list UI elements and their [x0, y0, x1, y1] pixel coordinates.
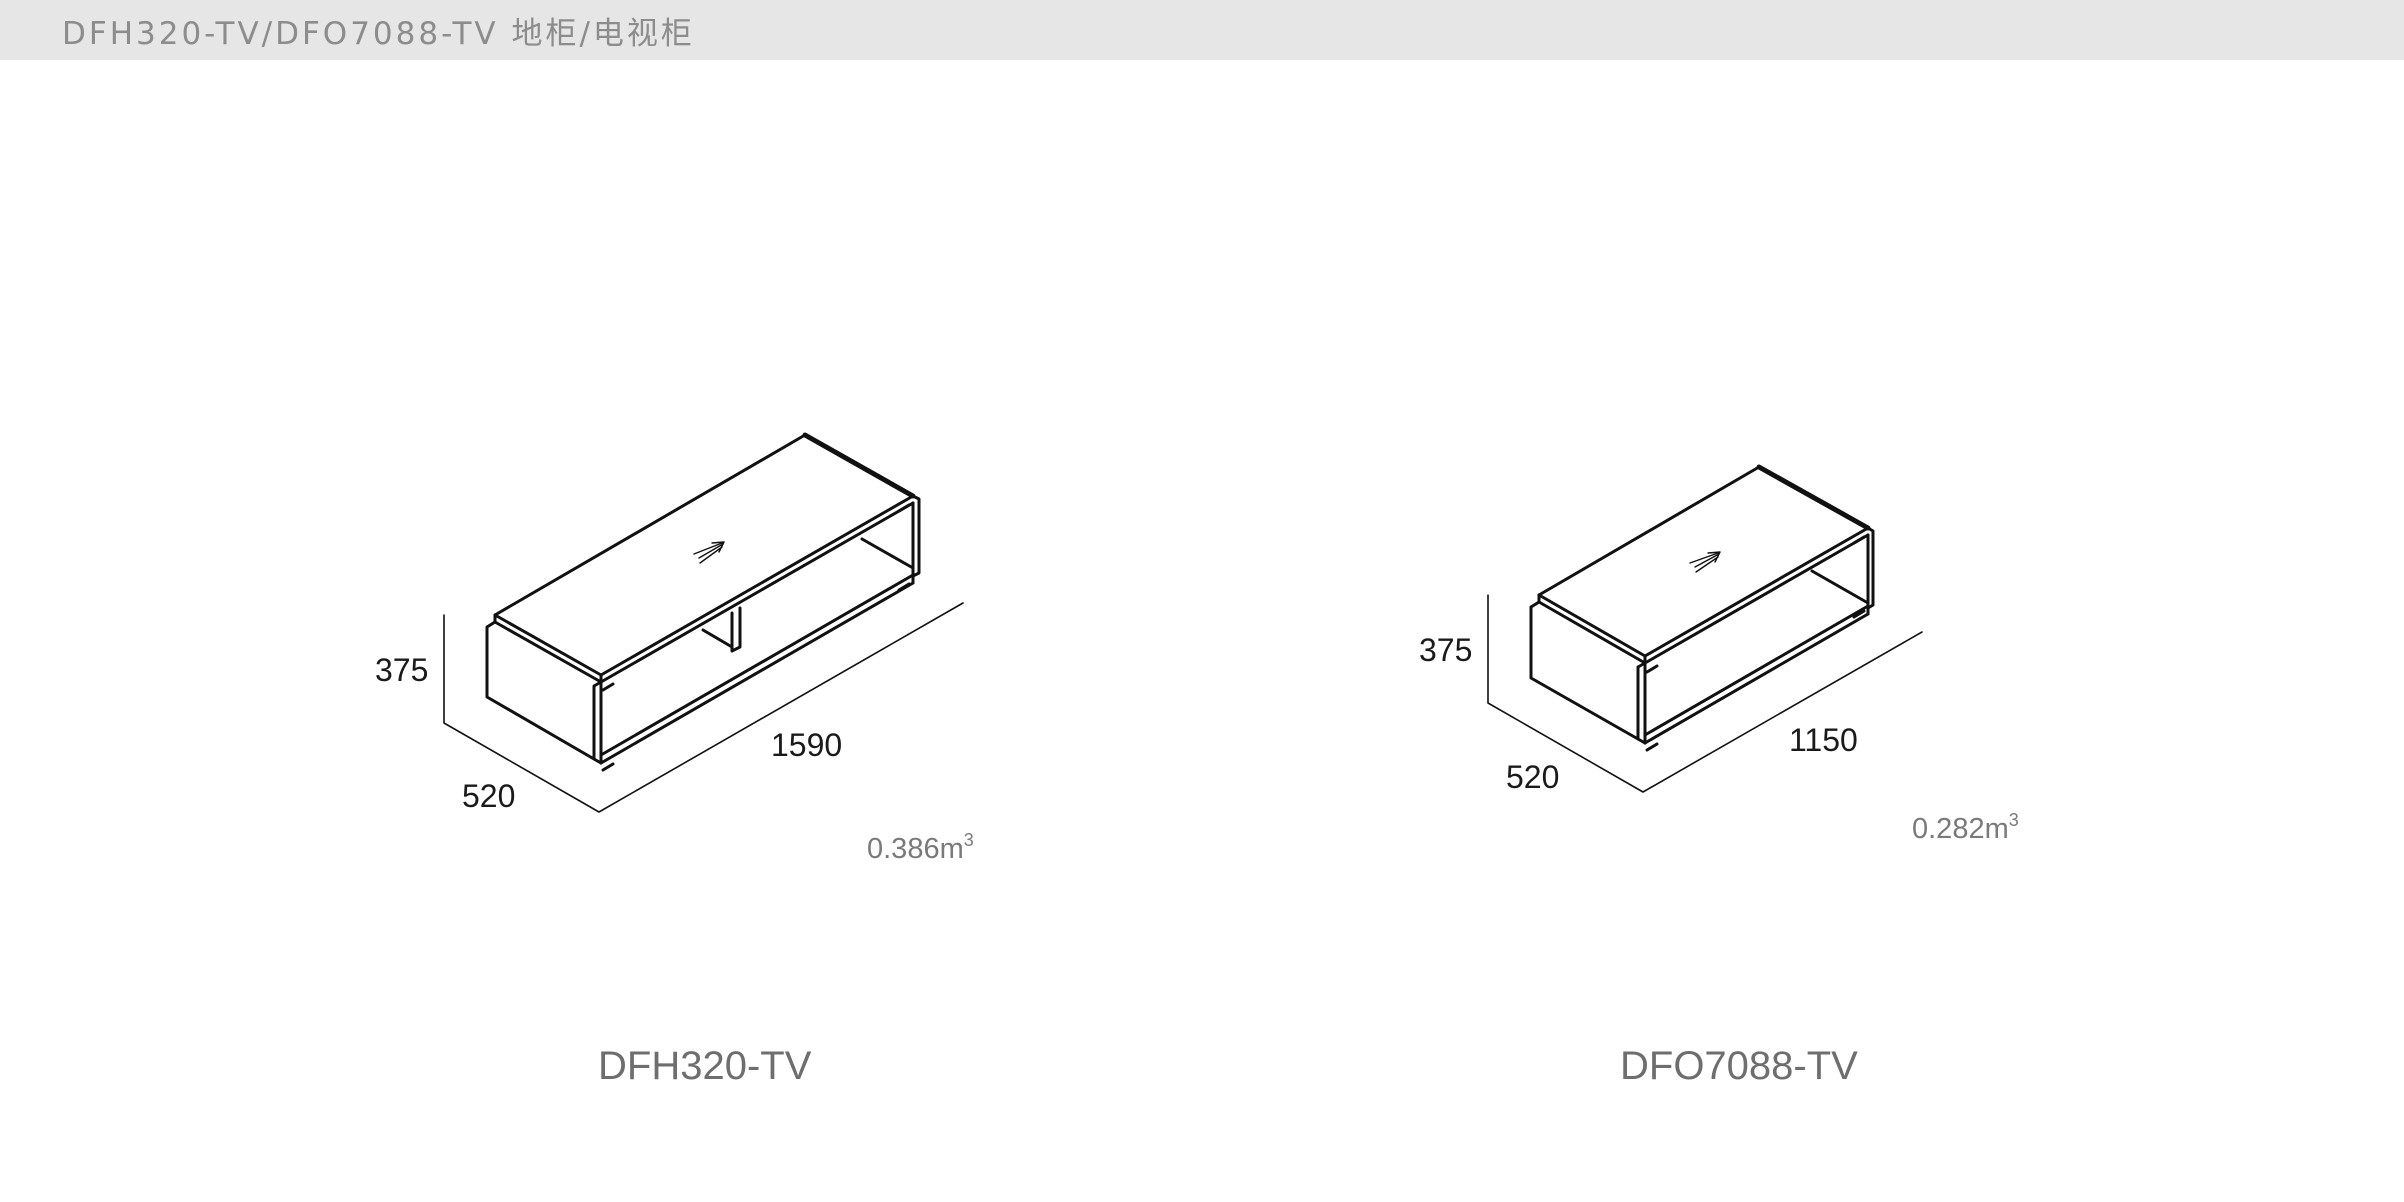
depth-dimension-label: 520	[462, 778, 516, 814]
bottom-shelf	[599, 537, 915, 765]
volume-label: 0.386m3	[867, 831, 974, 865]
header-bar: DFH320-TV/DFO7088-TV 地柜/电视柜	[0, 0, 2404, 60]
top-board	[1537, 464, 1871, 665]
width-dimension-label: 1150	[1789, 722, 1858, 758]
brand-arrow-icon	[1689, 551, 1721, 573]
cabinet-drawing-dfo7088-tv	[1487, 464, 1923, 793]
volume-value: 0.282m	[1912, 813, 2009, 845]
top-board	[493, 432, 916, 684]
brand-arrow-icon	[693, 541, 725, 564]
dimension-lines	[1487, 594, 1923, 793]
model-name: DFH320-TV	[598, 1044, 812, 1088]
volume-exponent: 3	[963, 830, 974, 850]
model-name: DFO7088-TV	[1620, 1044, 1858, 1088]
joint-marks	[1645, 535, 1866, 752]
right-side-panel	[1866, 526, 1875, 616]
front-panel	[592, 680, 603, 765]
left-side-panel	[485, 620, 596, 761]
depth-dimension-label: 520	[1506, 759, 1560, 795]
volume-exponent: 3	[2008, 810, 2019, 830]
width-dimension-label: 1590	[771, 727, 843, 763]
bottom-shelf	[1643, 569, 1870, 745]
joint-marks	[601, 503, 911, 772]
volume-value: 0.386m	[867, 833, 964, 865]
right-side-panel	[911, 494, 921, 585]
left-side-panel	[1529, 600, 1640, 741]
height-dimension-label: 375	[1419, 632, 1473, 668]
front-panel	[1636, 661, 1647, 745]
center-support	[701, 606, 742, 653]
height-dimension-label: 375	[375, 652, 429, 688]
cabinet-drawing-dfh320-tv	[443, 432, 964, 813]
page-title: DFH320-TV/DFO7088-TV 地柜/电视柜	[62, 16, 695, 52]
volume-label: 0.282m3	[1912, 811, 2019, 845]
dimension-lines	[443, 602, 964, 813]
